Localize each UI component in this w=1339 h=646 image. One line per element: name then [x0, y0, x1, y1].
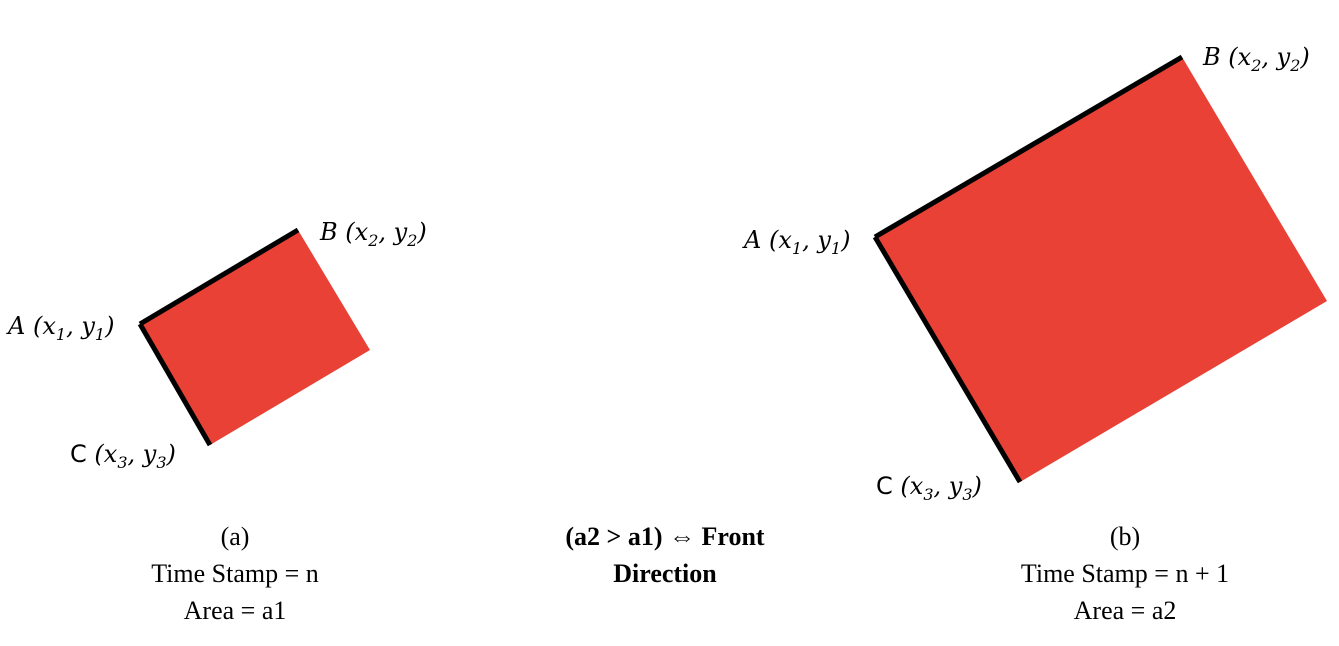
- panel-b-edge-ac: [872, 235, 1023, 484]
- panel-b-edge-ab: [873, 54, 1184, 240]
- panel-b-label-b: B (x2, y2): [1202, 43, 1310, 75]
- panel-a-label-b: B (x2, y2): [319, 218, 427, 250]
- panel-a-caption-timestamp: Time Stamp = n: [151, 559, 319, 588]
- panel-b-caption-area: Area = a2: [1073, 596, 1177, 625]
- panel-b-label-a: A (x1, y1): [742, 226, 850, 258]
- panel-a-label-a: A (x1, y1): [6, 312, 114, 344]
- relation-caption: (a2 > a1) ⇔ Front Direction: [500, 518, 830, 592]
- panel-b-rectangle: [875, 57, 1327, 482]
- panel-b-shape: [872, 54, 1327, 484]
- panel-a-caption-area: Area = a1: [183, 596, 287, 625]
- panel-a-edge-ab: [138, 227, 300, 327]
- panel-b-caption-timestamp: Time Stamp = n + 1: [1020, 559, 1230, 588]
- panel-a-caption-id: (a): [220, 522, 250, 551]
- panel-a-label-c: C (x3, y3): [70, 440, 176, 472]
- panel-a-shape: [137, 227, 370, 447]
- panel-a-rectangle: [140, 230, 370, 445]
- panel-a-edge-ac: [137, 322, 213, 447]
- relation-line-2: Direction: [613, 559, 717, 588]
- relation-line-1: (a2 > a1) ⇔ Front: [565, 522, 765, 551]
- panel-b-caption-id: (b): [1109, 522, 1141, 551]
- panel-b-label-c: C (x3, y3): [876, 472, 982, 504]
- panel-a-caption: (a) Time Stamp = n Area = a1: [95, 518, 375, 629]
- panel-b-caption: (b) Time Stamp = n + 1 Area = a2: [985, 518, 1265, 629]
